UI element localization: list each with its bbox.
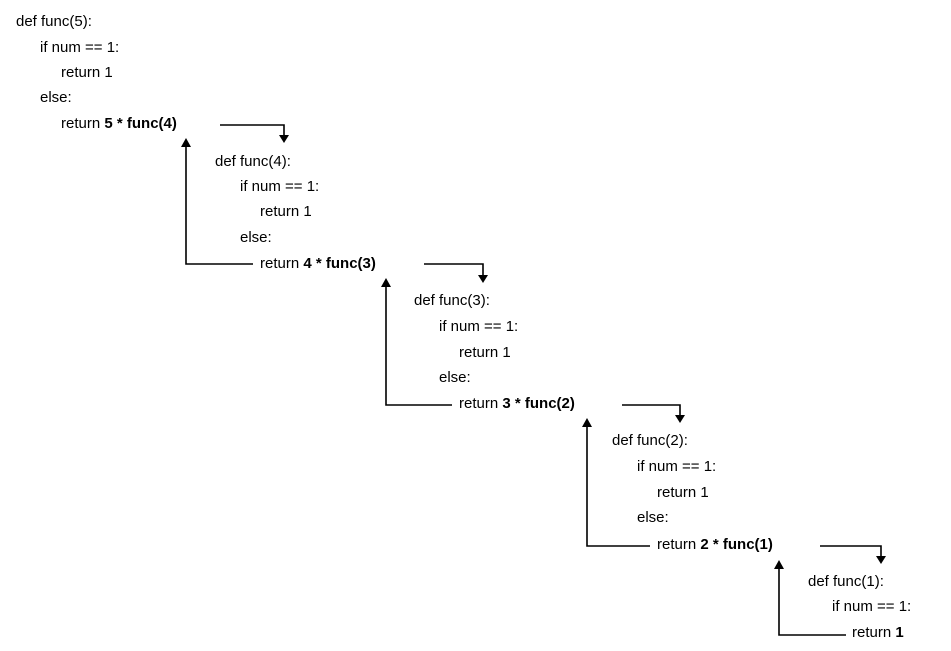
block-2-if: if num == 1: — [637, 458, 717, 475]
return-arrow-line — [778, 568, 846, 636]
block-2-base-return: return 1 — [657, 484, 709, 501]
base-value: 1 — [895, 624, 904, 641]
return-arrow-line — [586, 426, 650, 547]
block-5-else: else: — [40, 89, 72, 106]
recursive-call: 2 * func(1) — [700, 536, 773, 553]
block-2-def: def func(2): — [612, 432, 688, 449]
call-arrow-line — [622, 404, 681, 416]
return-arrow-head — [181, 138, 191, 147]
return-arrow-line — [385, 286, 452, 406]
block-5-if: if num == 1: — [40, 39, 120, 56]
recursive-call: 4 * func(3) — [303, 255, 376, 272]
block-1-base-return: return 1 — [852, 624, 904, 642]
return-keyword: return — [61, 115, 105, 132]
block-2-else: else: — [637, 509, 669, 526]
return-arrow-head — [381, 278, 391, 287]
block-2-recursive-return: return 2 * func(1) — [657, 536, 773, 554]
call-arrow-head — [279, 135, 289, 143]
block-4-base-return: return 1 — [260, 203, 312, 220]
call-arrow-line — [220, 124, 285, 136]
call-arrow-head — [478, 275, 488, 283]
block-5-def: def func(5): — [16, 13, 92, 30]
return-keyword: return — [459, 395, 503, 412]
block-4-recursive-return: return 4 * func(3) — [260, 255, 376, 273]
call-arrow-head — [876, 556, 886, 564]
block-3-if: if num == 1: — [439, 318, 519, 335]
block-3-recursive-return: return 3 * func(2) — [459, 395, 575, 413]
block-3-else: else: — [439, 369, 471, 386]
recursive-call: 5 * func(4) — [104, 115, 177, 132]
block-5-base-return: return 1 — [61, 64, 113, 81]
call-arrow-line — [424, 263, 484, 276]
block-1-if: if num == 1: — [832, 598, 912, 615]
return-keyword: return — [657, 536, 701, 553]
return-arrow-line — [185, 146, 253, 265]
block-4-else: else: — [240, 229, 272, 246]
block-3-base-return: return 1 — [459, 344, 511, 361]
return-arrow-head — [774, 560, 784, 569]
call-arrow-head — [675, 415, 685, 423]
return-keyword: return — [852, 624, 896, 641]
return-arrow-head — [582, 418, 592, 427]
block-1-def: def func(1): — [808, 573, 884, 590]
block-5-recursive-return: return 5 * func(4) — [61, 115, 177, 133]
call-arrow-line — [820, 545, 882, 557]
block-3-def: def func(3): — [414, 292, 490, 309]
block-4-if: if num == 1: — [240, 178, 320, 195]
return-keyword: return — [260, 255, 304, 272]
block-4-def: def func(4): — [215, 153, 291, 170]
recursive-call: 3 * func(2) — [502, 395, 575, 412]
